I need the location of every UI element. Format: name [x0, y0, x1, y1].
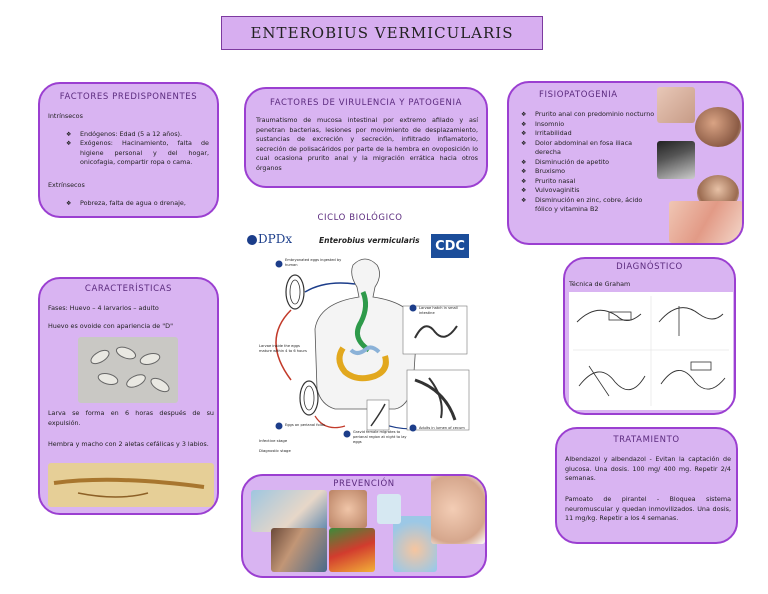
- label-step3: Larvae hatch in small intestine: [419, 306, 458, 315]
- lifecycle-svg: [275, 258, 470, 438]
- virulencia-text: Traumatismo de mucosa intestinal por ext…: [256, 116, 478, 172]
- tecnica-text: Técnica de Graham: [569, 280, 631, 288]
- caracteristicas-heading: CARACTERÍSTICAS: [84, 284, 173, 294]
- prevencion-box: PREVENCIÓN: [241, 474, 487, 578]
- tratamiento-box: TRATAMIENTO Albendazol y albendazol - Ev…: [555, 427, 738, 544]
- sintoma-item: Prurito anal con predominio nocturno: [517, 110, 657, 120]
- label-step2: Embryonated eggs ingested by human: [285, 258, 342, 267]
- label-step5: Gravid female migrates to perianal regio…: [353, 430, 407, 444]
- virulencia-heading: FACTORES DE VIRULENCIA Y PATOGENIA: [269, 98, 462, 108]
- cdc-lifecycle-diagram: DPDx Enterobius vermicularis CDC: [243, 230, 475, 458]
- fases-text: Fases: Huevo – 4 larvarios – adulto: [48, 304, 159, 312]
- intrinseco-item: Exógenos: Hacinamiento, falta de higiene…: [62, 139, 209, 168]
- photo-adult-worm: [48, 463, 214, 507]
- eggs-svg: [90, 346, 170, 393]
- extrinsecos-label: Extrínsecos: [48, 180, 85, 189]
- diagnostico-heading: DIAGNÓSTICO: [616, 262, 683, 272]
- graham-technique-figure: [569, 292, 733, 410]
- sintoma-item: Bruxismo: [517, 167, 657, 177]
- photo-abdomen: [657, 87, 695, 123]
- diagram-title: Enterobius vermicularis: [319, 236, 420, 245]
- label-step4: Adults in lumen of cecum: [419, 426, 465, 430]
- sintoma-item: Disminución de apetito: [517, 158, 657, 168]
- photo-cutting-nails: [329, 490, 367, 528]
- larva-text: Larva se forma en 6 horas después de su …: [48, 409, 214, 427]
- extrinseco-item: Pobreza, falta de agua o drenaje,: [62, 199, 209, 209]
- caracteristicas-box: CARACTERÍSTICAS Fases: Huevo – 4 larvari…: [38, 277, 219, 515]
- hembra-text: Hembra y macho con 2 aletas cefálicas y …: [48, 440, 209, 448]
- photo-crowd-children: [271, 528, 327, 572]
- label-step1: Eggs on perianal folds: [285, 423, 325, 427]
- sintoma-item: Irritabilidad: [517, 129, 657, 139]
- intrinsecos-label: Intrínsecos: [48, 112, 83, 120]
- photo-child-eating: [695, 107, 741, 147]
- tratamiento-p1: Albendazol y albendazol - Evitan la capt…: [565, 455, 731, 482]
- sintoma-item: Prurito nasal: [517, 177, 657, 187]
- intrinseco-item: Endógenos: Edad (5 a 12 años).: [62, 130, 209, 140]
- diagnostico-box: DIAGNÓSTICO Técnica de Graham: [563, 257, 736, 415]
- sintoma-item: Insomnio: [517, 120, 657, 130]
- huevo-text: Huevo es ovoide con apariencia de "D": [48, 322, 174, 330]
- label-infective: Infective stage: [259, 438, 288, 443]
- photo-washing-vegetables: [329, 528, 375, 572]
- prevencion-heading: PREVENCIÓN: [333, 479, 395, 489]
- photo-cup-water: [377, 494, 401, 524]
- worm-svg: [53, 477, 205, 498]
- sintoma-item: Vulvovaginitis: [517, 186, 657, 196]
- main-title-box: ENTEROBIUS VERMICULARIS: [221, 16, 543, 50]
- sintoma-item: Disminución en zinc, cobre, ácido fólico…: [517, 196, 657, 215]
- dpdx-logo: DPDx: [247, 232, 292, 246]
- cdc-logo: CDC: [431, 234, 469, 258]
- tratamiento-p2: Pamoato de pirantel - Bloquea sistema ne…: [565, 495, 731, 522]
- photo-skin-rash: [669, 201, 742, 243]
- photo-eggs-microscope: [78, 337, 178, 403]
- virulencia-box: FACTORES DE VIRULENCIA Y PATOGENIA Traum…: [244, 87, 488, 188]
- fisiopatogenia-box: FISIOPATOGENIA Prurito anal con predomin…: [507, 81, 744, 245]
- photo-handwashing: [251, 490, 327, 532]
- photo-child-shower: [393, 516, 437, 572]
- ciclo-heading: CICLO BIOLÓGICO: [317, 213, 403, 223]
- photo-child-sleeping: [657, 141, 695, 179]
- label-diagnostic: Diagnostic stage: [259, 448, 291, 453]
- main-title: ENTEROBIUS VERMICULARIS: [250, 24, 514, 42]
- sintoma-item: Dolor abdominal en fosa iliaca derecha: [517, 139, 657, 158]
- graham-svg: [573, 296, 729, 406]
- factores-predisponentes-heading: FACTORES PREDISPONENTES: [59, 92, 198, 102]
- factores-predisponentes-box: FACTORES PREDISPONENTES Intrínsecos Endó…: [38, 82, 219, 218]
- tratamiento-heading: TRATAMIENTO: [613, 435, 680, 445]
- label-larvae: Larvae inside the eggs mature within 4 t…: [259, 344, 307, 353]
- photo-child-thumb: [431, 476, 485, 544]
- fisiopatogenia-heading: FISIOPATOGENIA: [539, 90, 618, 100]
